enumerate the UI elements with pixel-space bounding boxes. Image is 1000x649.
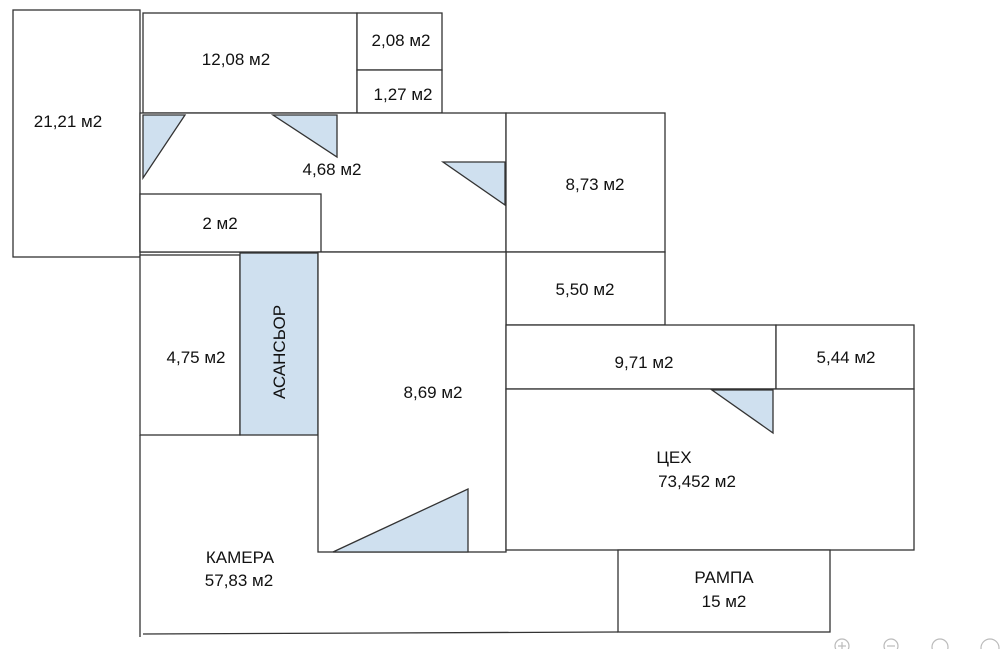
room-label: 73,452 м2 — [658, 472, 736, 491]
rotate-icon[interactable] — [980, 638, 1000, 649]
door-swing — [270, 114, 338, 159]
elevator — [239, 252, 319, 436]
room-label: 9,71 м2 — [615, 353, 674, 372]
room-label: 1,27 м2 — [374, 85, 433, 104]
room-label: 2 м2 — [202, 214, 237, 233]
ramp — [617, 549, 831, 633]
door-swing — [332, 487, 469, 553]
room-label: 8,73 м2 — [566, 175, 625, 194]
room-2-08 — [356, 12, 443, 71]
room-label: РАМПА — [694, 568, 754, 587]
room-label: 2,08 м2 — [372, 31, 431, 50]
room-label: 5,44 м2 — [817, 348, 876, 367]
room-label: 8,69 м2 — [404, 383, 463, 402]
room-label: 4,68 м2 — [303, 160, 362, 179]
chamber-bottom-wall — [142, 631, 619, 635]
workshop — [505, 388, 915, 551]
elevator-label: АСАНСЬОР — [270, 305, 289, 399]
zoom-out-icon[interactable] — [883, 638, 899, 649]
room-8-69 — [317, 251, 507, 553]
room-label: 57,83 м2 — [205, 571, 273, 590]
room-8-73 — [505, 112, 666, 253]
room-label: 21,21 м2 — [34, 112, 102, 131]
zoom-in-icon[interactable] — [834, 638, 850, 649]
door-swing — [142, 114, 187, 181]
room-label: 12,08 м2 — [202, 50, 270, 69]
room-label: КАМЕРА — [206, 548, 275, 567]
door-swing — [440, 161, 506, 207]
room-4-75 — [139, 254, 241, 436]
room-label: 4,75 м2 — [167, 348, 226, 367]
room-5-44 — [775, 324, 915, 390]
room-12-08 — [142, 12, 358, 114]
room-label: 5,50 м2 — [556, 280, 615, 299]
room-label: ЦЕХ — [656, 448, 691, 467]
door-swing — [709, 389, 774, 435]
room-2 — [139, 193, 322, 253]
reset-icon[interactable] — [931, 638, 949, 649]
room-label: 15 м2 — [702, 592, 747, 611]
room-21-21 — [12, 9, 141, 258]
